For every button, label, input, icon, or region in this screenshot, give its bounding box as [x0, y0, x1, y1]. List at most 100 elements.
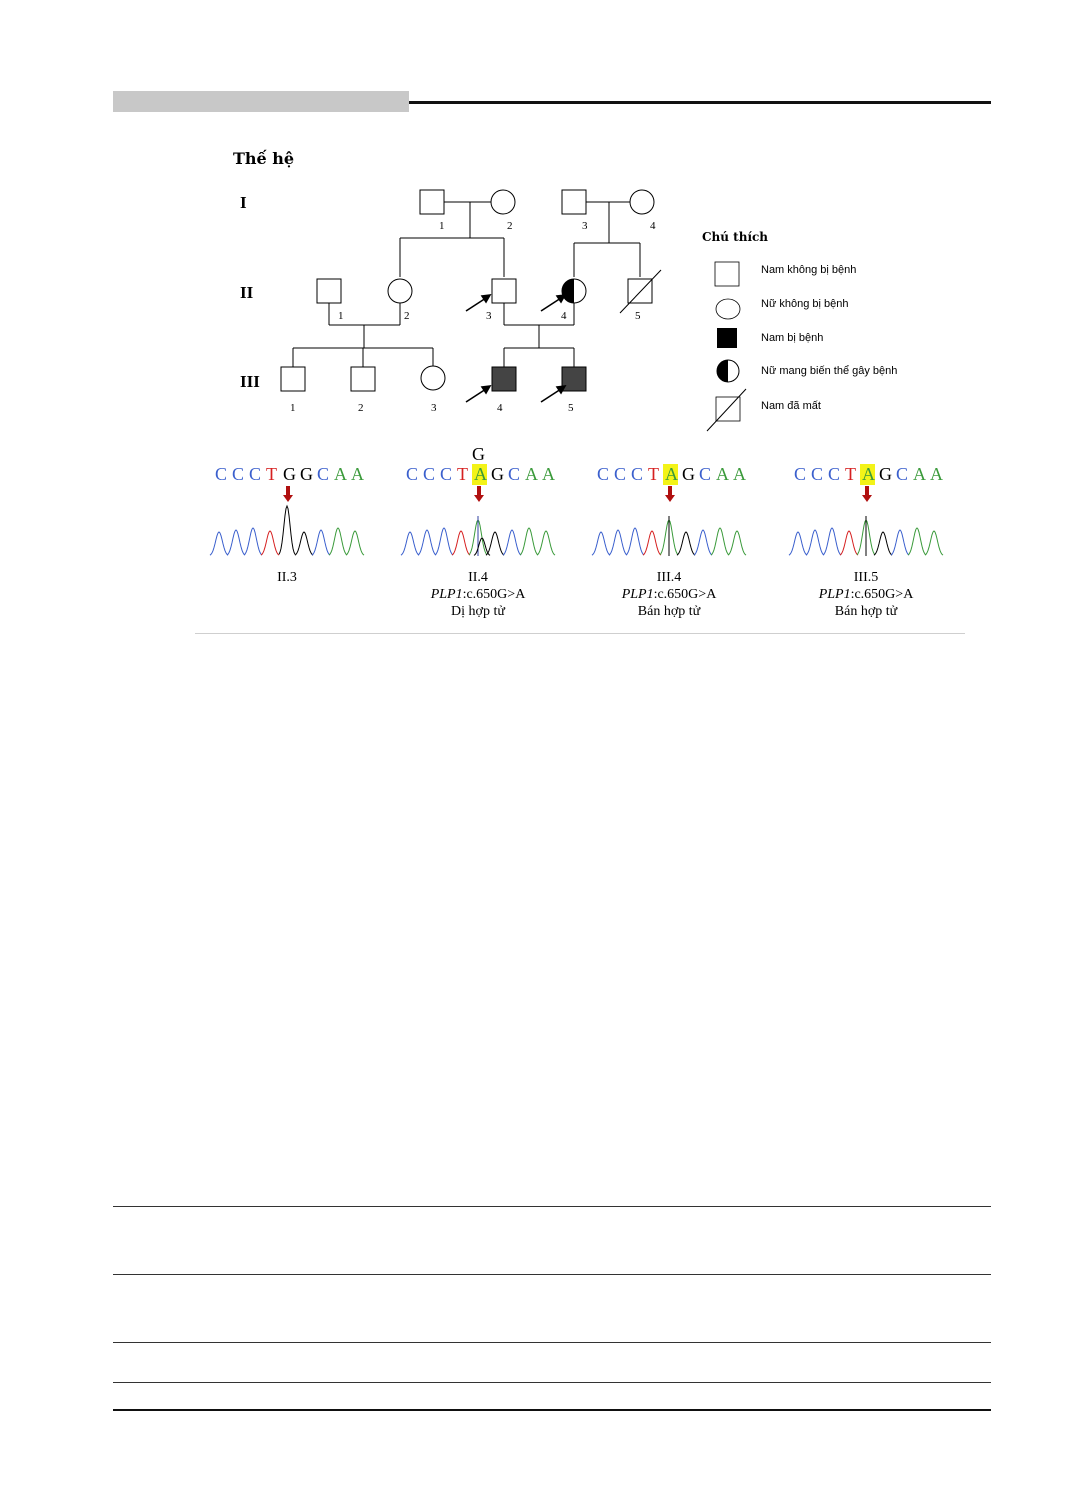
- trace-peak: [924, 530, 944, 556]
- sequence-base: A: [930, 464, 943, 484]
- legend-label-unaffected-male: Nam không bị bệnh: [761, 264, 856, 276]
- sequence-base: G: [300, 464, 313, 484]
- variant-arrow-stem: [865, 486, 869, 495]
- legend-label-unaffected-female: Nữ không bị bệnh: [761, 298, 848, 310]
- sequence-base: C: [317, 464, 329, 484]
- person-I2-female: [490, 189, 516, 215]
- trace-peak: [642, 530, 662, 556]
- trace-peak: [328, 527, 348, 556]
- figure-bottom-border: [195, 633, 965, 634]
- person-I4-female: [629, 189, 655, 215]
- pedigree-numbers: 1 2 3 4 1 2 3 4 5 1 2 3 4 5: [290, 220, 656, 414]
- secondary-base-label: G: [472, 444, 485, 464]
- sequence-base: C: [215, 464, 227, 484]
- legend-carrier-half-fill: [717, 360, 728, 382]
- variant-arrow-stem: [286, 486, 290, 495]
- num-I3: 3: [582, 220, 588, 232]
- sequence-base: C: [828, 464, 840, 484]
- sequence-base: C: [440, 464, 452, 484]
- sequence-base: G: [283, 464, 296, 484]
- sequence-base: T: [648, 464, 659, 484]
- legend-title: Chú thích: [702, 230, 768, 244]
- trace-peak: [400, 531, 420, 556]
- sequence-base: A: [351, 464, 364, 484]
- person-III3-female: [420, 365, 446, 391]
- person-III4-affected-male: [491, 366, 517, 392]
- legend-symbol-unaffected-female: [715, 298, 741, 320]
- legend-symbol-affected-male: [717, 328, 737, 348]
- sequence-base: C: [597, 464, 609, 484]
- sequence-base: C: [406, 464, 418, 484]
- sequence-base: G: [491, 464, 504, 484]
- variant-arrow-head: [862, 495, 872, 502]
- person-I3-male: [561, 189, 587, 215]
- trace-peak: [278, 504, 296, 555]
- pedigree-tree: [280, 189, 662, 392]
- variant-notation: :c.650G>A: [654, 587, 718, 602]
- sequence-base: C: [423, 464, 435, 484]
- sequence-base: C: [232, 464, 244, 484]
- sequence-base: T: [845, 464, 856, 484]
- num-III4: 4: [497, 402, 503, 414]
- table-rule-3: [113, 1342, 991, 1343]
- trace-peak: [209, 531, 229, 556]
- variant-arrow-head: [283, 495, 293, 502]
- trace-peak: [788, 531, 808, 556]
- person-I1-male: [419, 189, 445, 215]
- sequence-base: T: [266, 464, 277, 484]
- sequence-base: A: [525, 464, 538, 484]
- trace-peak: [727, 530, 747, 556]
- trace-peak: [608, 529, 628, 556]
- chromatogram-variant: PLP1:c.650G>A: [818, 587, 915, 602]
- generation-label-3: III: [240, 372, 260, 391]
- legend-label-carrier-female: Nữ mang biến thể gây bệnh: [761, 365, 897, 377]
- trace-peak: [294, 531, 314, 556]
- chromatogram-zygosity: Dị hợp tử: [451, 604, 505, 619]
- chromatogram-variant: PLP1:c.650G>A: [430, 587, 527, 602]
- sequence-base: C: [811, 464, 823, 484]
- trace-peak: [805, 529, 825, 556]
- sequence-base: C: [896, 464, 908, 484]
- variant-notation: :c.650G>A: [851, 587, 915, 602]
- variant-arrow-head: [665, 495, 675, 502]
- num-II3: 3: [486, 310, 492, 322]
- num-II1: 1: [338, 310, 344, 322]
- pedigree-title: Thế hệ: [233, 149, 294, 168]
- chromatogram-subject: II.4: [468, 570, 488, 585]
- trace-peak: [693, 529, 713, 556]
- trace-peak-secondary: [473, 537, 491, 556]
- num-III2: 2: [358, 402, 364, 414]
- chromatogram-variant: PLP1:c.650G>A: [621, 587, 718, 602]
- trace-peak: [625, 527, 645, 556]
- sequence-base: T: [457, 464, 468, 484]
- trace-peak: [519, 527, 539, 556]
- table-rule-2: [113, 1274, 991, 1275]
- header-rule: [409, 101, 991, 104]
- legend-label-affected-male: Nam bị bệnh: [761, 332, 823, 344]
- person-II1-male: [316, 278, 342, 304]
- sequence-base: G: [879, 464, 892, 484]
- sequence-base: A: [665, 464, 678, 484]
- person-III5-affected-male: [561, 366, 587, 392]
- person-II3-male: [491, 278, 517, 304]
- person-II2-female: [387, 278, 413, 304]
- person-III2-male: [350, 366, 376, 392]
- chromatogram-subject: III.5: [854, 570, 879, 585]
- sequence-base: C: [508, 464, 520, 484]
- footer-rule: [113, 1409, 991, 1411]
- num-I2: 2: [507, 220, 513, 232]
- variant-notation: :c.650G>A: [463, 587, 527, 602]
- sequence-base: A: [733, 464, 746, 484]
- sequence-base: G: [682, 464, 695, 484]
- variant-highlight: [472, 464, 487, 485]
- person-III1-male: [280, 366, 306, 392]
- trace-peak: [434, 527, 454, 556]
- chromatogram-zygosity: Bán hợp tử: [835, 604, 898, 619]
- num-III3: 3: [431, 402, 437, 414]
- num-I4: 4: [650, 220, 656, 232]
- trace-peak: [822, 527, 842, 556]
- trace-peak: [311, 529, 331, 556]
- trace-peak: [417, 529, 437, 556]
